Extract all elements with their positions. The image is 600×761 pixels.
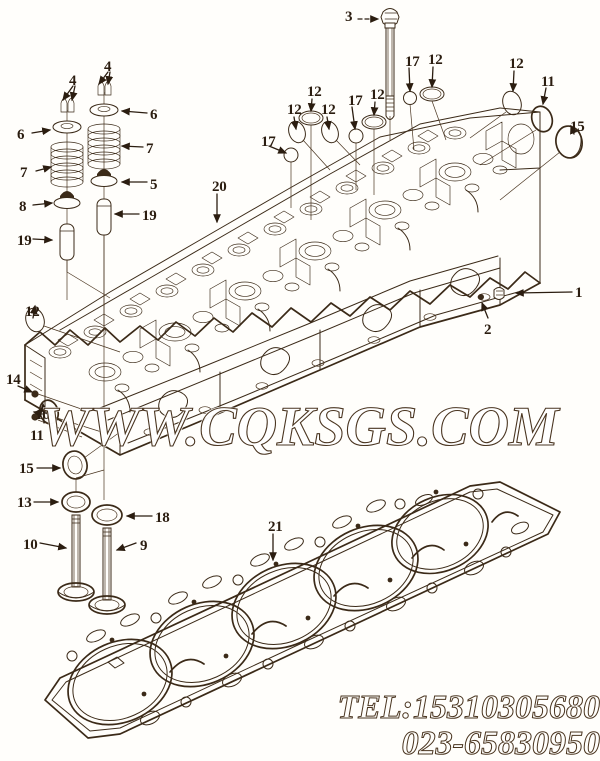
gasket-bore: [231, 562, 337, 650]
callout-9[interactable]: 9: [140, 538, 148, 554]
callout-12-b[interactable]: 12: [287, 102, 302, 118]
gasket-bore: [313, 524, 419, 612]
callout-6-b[interactable]: 6: [150, 107, 158, 123]
callout-leaders: [17, 15, 578, 562]
screw-washer-group: [478, 287, 505, 300]
exhaust-valve: [88, 527, 126, 615]
intake-valve: [57, 514, 95, 602]
callout-19-b[interactable]: 19: [142, 208, 157, 224]
callout-10[interactable]: 10: [23, 537, 38, 553]
callout-12-e[interactable]: 12: [370, 87, 385, 103]
callout-15-b[interactable]: 15: [570, 119, 585, 135]
callout-20[interactable]: 20: [212, 179, 227, 195]
callout-12-a[interactable]: 12: [25, 304, 40, 320]
callout-6-a[interactable]: 6: [17, 127, 25, 143]
cylinder-head-capscrew: [380, 8, 400, 140]
callout-2[interactable]: 2: [484, 322, 492, 338]
callout-17-a[interactable]: 17: [261, 134, 276, 150]
head-gasket: [44, 481, 561, 739]
callout-4-a[interactable]: 4: [69, 73, 77, 89]
cylinder-head-body: [24, 107, 541, 456]
gasket-bore: [149, 600, 255, 688]
callout-17-c[interactable]: 17: [405, 54, 420, 70]
callout-15-a[interactable]: 15: [19, 461, 34, 477]
valve-group: [57, 504, 126, 615]
callout-1[interactable]: 1: [575, 285, 583, 301]
callout-8[interactable]: 8: [19, 199, 27, 215]
callout-7-b[interactable]: 7: [146, 141, 154, 157]
callout-5[interactable]: 5: [150, 177, 158, 193]
callout-4-b[interactable]: 4: [104, 59, 112, 75]
callout-11-b[interactable]: 11: [541, 74, 555, 90]
callout-14[interactable]: 14: [6, 372, 21, 388]
callout-21[interactable]: 21: [268, 519, 283, 535]
callout-12-d[interactable]: 12: [321, 102, 336, 118]
callout-12-f[interactable]: 12: [428, 52, 443, 68]
callout-17-b[interactable]: 17: [348, 93, 363, 109]
callout-13[interactable]: 13: [17, 495, 32, 511]
callout-19-a[interactable]: 19: [17, 233, 32, 249]
callout-11-a[interactable]: 11: [30, 428, 44, 444]
callout-7-a[interactable]: 7: [20, 165, 28, 181]
gasket-bore: [67, 638, 173, 726]
callout-3[interactable]: 3: [345, 9, 353, 25]
valve-spring-assembly-right: [87, 81, 121, 500]
callout-16[interactable]: 16: [35, 407, 50, 423]
callout-12-c[interactable]: 12: [307, 84, 322, 100]
callout-18[interactable]: 18: [155, 510, 170, 526]
cup-plug-right: [499, 125, 583, 201]
callout-12-g[interactable]: 12: [509, 56, 524, 72]
